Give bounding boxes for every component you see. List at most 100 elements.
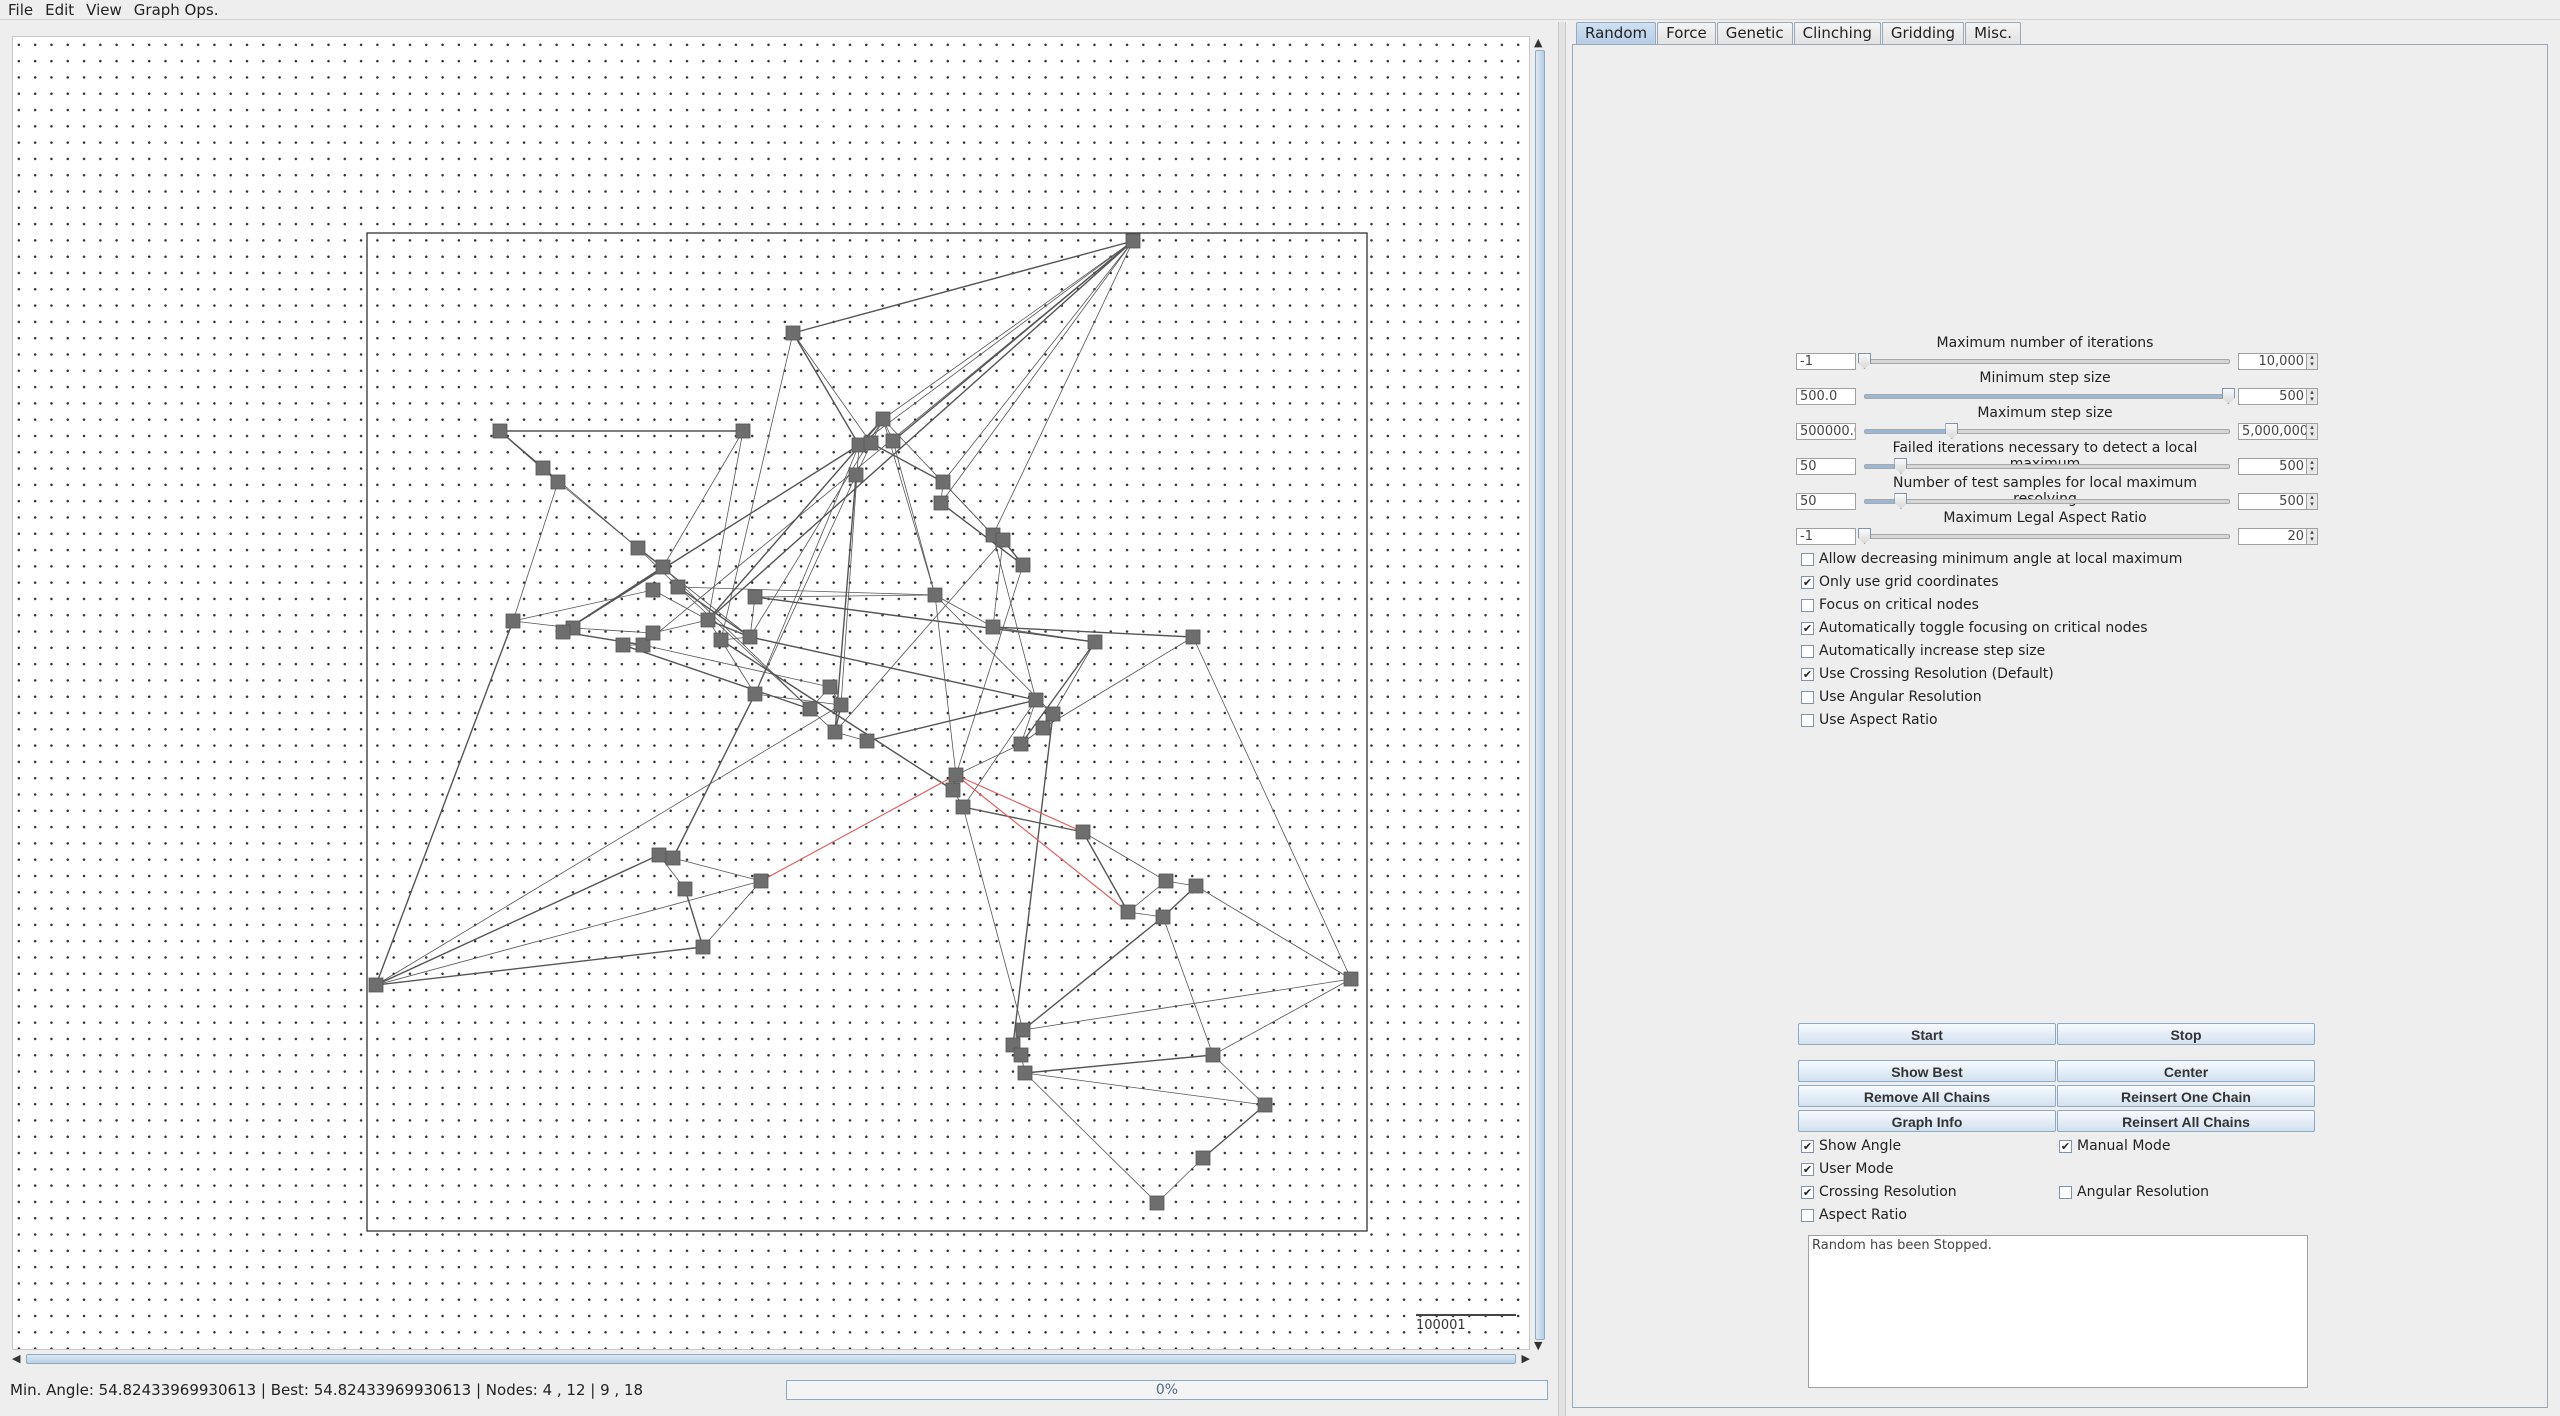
option-row[interactable]: ✔Only use grid coordinates [1801,573,1999,591]
graph-node[interactable] [368,977,384,993]
tab-random[interactable]: Random [1576,22,1657,44]
graph-node[interactable] [859,733,875,749]
remove-all-chains-button[interactable]: Remove All Chains [1798,1085,2056,1107]
graph-node[interactable] [1257,1097,1273,1113]
graph-node[interactable] [677,881,693,897]
option-checkbox[interactable]: ✔ [1801,575,1814,589]
graph-node[interactable] [735,423,751,439]
graph-node[interactable] [615,637,631,653]
slider-thumb[interactable] [1945,423,1959,439]
graph-node[interactable] [933,495,949,511]
graph-node[interactable] [885,433,901,449]
graph-node[interactable] [645,625,661,641]
start-button[interactable]: Start [1798,1023,2056,1045]
graph-info-button[interactable]: Graph Info [1798,1110,2056,1132]
slider-thumb[interactable] [2222,388,2235,404]
show-angle-checkbox[interactable]: ✔ [1801,1139,1814,1153]
graph-node[interactable] [670,579,686,595]
horizontal-scrollbar[interactable]: ◀ ▶ [12,1351,1530,1367]
graph-node[interactable] [700,612,716,628]
graph-node[interactable] [1013,1047,1029,1063]
menu-view[interactable]: View [86,0,122,19]
param-value-field[interactable]: 5,000,000 [2238,423,2308,440]
spinner-arrows-icon[interactable]: ▴▾ [2306,423,2318,440]
graph-drawing[interactable] [13,37,1531,1351]
graph-node[interactable] [645,582,661,598]
option-row[interactable]: Use Aspect Ratio [1801,711,1938,729]
param-value-field[interactable]: 500 [2238,458,2308,475]
graph-node[interactable] [1087,634,1103,650]
graph-node[interactable] [753,873,769,889]
scroll-right-icon[interactable]: ▶ [1521,1352,1530,1365]
param-slider[interactable] [1858,353,2230,369]
param-min-field[interactable]: -1 [1796,528,1856,545]
param-value-field[interactable]: 500 [2238,493,2308,510]
manual-mode-option[interactable]: ✔ Manual Mode [2059,1137,2170,1155]
stop-button[interactable]: Stop [2057,1023,2315,1045]
graph-node[interactable] [802,701,818,717]
param-min-field[interactable]: 500.0 [1796,388,1856,405]
graph-node[interactable] [1120,904,1136,920]
graph-node[interactable] [1149,1195,1165,1211]
spinner-arrows-icon[interactable]: ▴▾ [2306,458,2318,475]
param-slider[interactable] [1864,493,2230,509]
log-output[interactable]: Random has been Stopped. [1808,1235,2308,1388]
graph-node[interactable] [630,540,646,556]
graph-node[interactable] [655,559,671,575]
param-slider[interactable] [1864,388,2235,404]
graph-node[interactable] [635,637,651,653]
graph-node[interactable] [1017,1065,1033,1081]
graph-node[interactable] [747,686,763,702]
param-slider[interactable] [1858,528,2230,544]
graph-node[interactable] [695,939,711,955]
menu-edit[interactable]: Edit [45,0,75,19]
option-row[interactable]: Use Angular Resolution [1801,688,1982,706]
graph-node[interactable] [985,619,1001,635]
tab-clinching[interactable]: Clinching [1793,22,1881,44]
graph-node[interactable] [1045,706,1061,722]
manual-mode-checkbox[interactable]: ✔ [2059,1139,2072,1153]
param-min-field[interactable]: -1 [1796,353,1856,370]
spinner-arrows-icon[interactable]: ▴▾ [2306,388,2318,405]
graph-node[interactable] [1125,233,1141,249]
graph-node[interactable] [747,589,763,605]
graph-node[interactable] [1158,873,1174,889]
slider-thumb[interactable] [1858,353,1871,369]
scroll-up-icon[interactable]: ▲ [1534,36,1543,49]
graph-node[interactable] [822,679,838,695]
graph-node[interactable] [785,325,801,341]
graph-node[interactable] [945,782,961,798]
option-checkbox[interactable]: ✔ [1801,621,1814,635]
reinsert-one-chain-button[interactable]: Reinsert One Chain [2057,1085,2315,1107]
tab-force[interactable]: Force [1657,22,1716,44]
center-button[interactable]: Center [2057,1060,2315,1082]
graph-node[interactable] [505,613,521,629]
graph-node[interactable] [1155,909,1171,925]
graph-node[interactable] [995,532,1011,548]
option-checkbox[interactable] [1801,713,1814,727]
graph-node[interactable] [742,629,758,645]
graph-node[interactable] [1185,629,1201,645]
spinner-arrows-icon[interactable]: ▴▾ [2306,353,2318,370]
param-value-field[interactable]: 10,000 [2238,353,2308,370]
graph-node[interactable] [555,624,571,640]
tab-misc[interactable]: Misc. [1965,22,2022,44]
spinner-arrows-icon[interactable]: ▴▾ [2306,528,2318,545]
show-best-button[interactable]: Show Best [1798,1060,2056,1082]
option-checkbox[interactable] [1801,690,1814,704]
split-pane-divider[interactable] [1558,22,1566,1416]
show-angle-option[interactable]: ✔ Show Angle [1801,1137,1901,1155]
graph-node[interactable] [665,850,681,866]
graph-node[interactable] [550,474,566,490]
graph-node[interactable] [833,697,849,713]
param-min-field[interactable]: 50 [1796,493,1856,510]
graph-node[interactable] [1075,824,1091,840]
graph-node[interactable] [1343,971,1359,987]
vertical-scroll-thumb[interactable] [1535,50,1545,1340]
param-min-field[interactable]: 500000.0 [1796,423,1856,440]
graph-node[interactable] [713,632,729,648]
option-checkbox[interactable]: ✔ [1801,667,1814,681]
param-slider[interactable] [1864,423,2230,439]
param-value-field[interactable]: 500 [2238,388,2308,405]
option-row[interactable]: Allow decreasing minimum angle at local … [1801,550,2182,568]
